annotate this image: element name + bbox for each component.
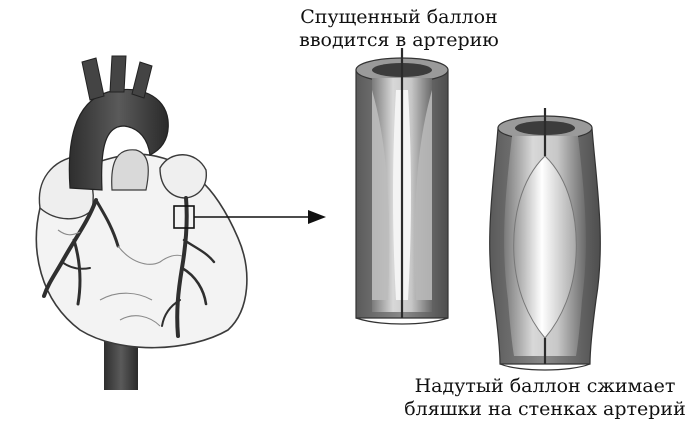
heart-illustration <box>35 55 248 390</box>
coronary-arteries <box>42 196 216 338</box>
arch-branch-3 <box>131 61 153 99</box>
deflated-caption-line-1: Спущенный баллон <box>300 6 498 28</box>
deflated-balloon-caption: Спущенный баллон вводится в артерию <box>284 6 514 52</box>
left-atrium <box>159 154 207 199</box>
inflated-caption-line-2: бляшки на стенках артерий <box>404 398 686 420</box>
aortic-arch <box>68 88 169 191</box>
arch-branch-1 <box>81 57 105 101</box>
deflated-caption-line-2: вводится в артерию <box>299 29 499 51</box>
plaque-left <box>372 90 390 300</box>
arrow-right-icon <box>194 210 326 224</box>
deflated-balloon-artery <box>355 48 449 325</box>
inflated-balloon-caption: Надутый баллон сжимает бляшки на стенках… <box>400 375 690 421</box>
surface-vessels <box>57 229 183 327</box>
arch-branch-2 <box>109 55 127 93</box>
pulmonary-trunk <box>111 149 149 191</box>
inflated-caption-line-1: Надутый баллон сжимает <box>414 375 676 397</box>
inflated-balloon-artery <box>489 108 601 371</box>
plaque-right <box>414 90 432 300</box>
